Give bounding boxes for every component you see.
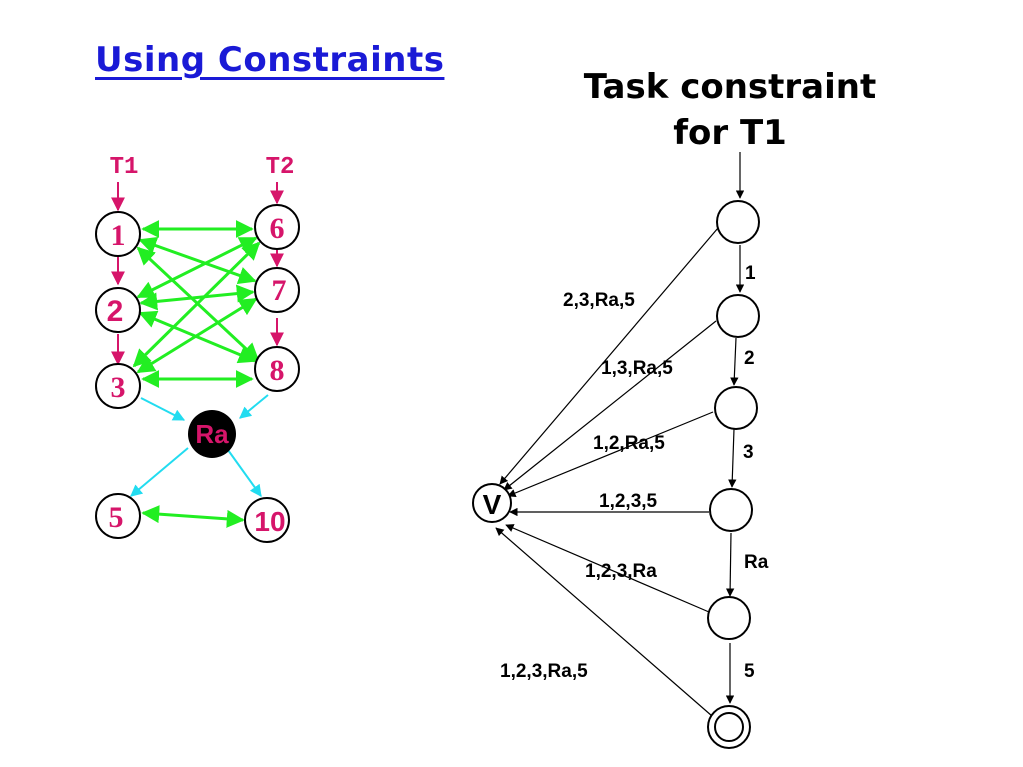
arrow-8-to-ra bbox=[239, 394, 269, 419]
state-2 bbox=[716, 294, 760, 338]
node-ra: Ra bbox=[188, 410, 236, 458]
node-ra-label: Ra bbox=[195, 419, 229, 449]
node-2: 2 bbox=[95, 287, 141, 333]
violation-edge-labels: 2,3,Ra,5 1,3,Ra,5 1,2,Ra,5 1,2,3,5 1,2,3… bbox=[500, 290, 673, 682]
task-precedence-arrows bbox=[111, 182, 284, 366]
v-label-1: 2,3,Ra,5 bbox=[563, 290, 635, 311]
state-nodes bbox=[472, 200, 760, 749]
node-3-label: 3 bbox=[111, 371, 126, 404]
state-3 bbox=[714, 386, 758, 430]
left-nodes: 1 2 3 6 7 8 Ra 5 bbox=[95, 204, 300, 543]
node-6-label: 6 bbox=[270, 212, 285, 245]
state-1 bbox=[716, 200, 760, 244]
right-chain-edges bbox=[725, 152, 745, 704]
edge-s5-v bbox=[505, 524, 710, 613]
edge-s4-s5 bbox=[725, 532, 735, 597]
task-constraint-caption: Task constraint for T1 bbox=[560, 64, 900, 156]
excl-5-10 bbox=[141, 505, 245, 528]
arrow-ra-to-10 bbox=[227, 449, 262, 497]
violation-edges bbox=[495, 227, 719, 717]
chain-label-ra: Ra bbox=[744, 552, 769, 573]
node-5-label: 5 bbox=[109, 501, 124, 534]
node-8: 8 bbox=[254, 346, 300, 392]
node-3: 3 bbox=[95, 363, 141, 409]
edge-s2-v bbox=[503, 320, 717, 491]
v-label-3: 1,2,Ra,5 bbox=[593, 433, 665, 454]
state-final bbox=[707, 705, 751, 749]
chain-label-5: 5 bbox=[744, 661, 755, 682]
node-10: 10 bbox=[244, 497, 290, 543]
node-7: 7 bbox=[254, 267, 300, 313]
edge-s3-s4 bbox=[728, 428, 737, 488]
node-10-label: 10 bbox=[254, 506, 285, 537]
node-1: 1 bbox=[95, 211, 141, 257]
state-5 bbox=[707, 596, 751, 640]
node-2-label: 2 bbox=[107, 295, 124, 328]
caption-line-1: Task constraint bbox=[583, 67, 877, 107]
chain-edge-labels: 1 2 3 Ra 5 bbox=[743, 263, 769, 682]
chain-label-1: 1 bbox=[745, 263, 756, 284]
node-5: 5 bbox=[95, 493, 141, 539]
v-label-6: 1,2,3,Ra,5 bbox=[500, 661, 588, 682]
v-label-2: 1,3,Ra,5 bbox=[601, 358, 673, 379]
chain-label-3: 3 bbox=[743, 442, 754, 463]
task-t1-label: T1 bbox=[110, 154, 139, 181]
edge-s3-v bbox=[507, 411, 714, 498]
edge-s6-v bbox=[495, 527, 713, 717]
violation-state-label: V bbox=[483, 489, 502, 520]
state-violation bbox=[472, 483, 512, 523]
node-7-label: 7 bbox=[272, 274, 287, 307]
arrow-ra-to-5 bbox=[130, 447, 189, 497]
edge-s2-s3 bbox=[730, 337, 739, 386]
caption-line-2: for T1 bbox=[673, 113, 787, 153]
edge-s1-v bbox=[499, 227, 719, 485]
node-1-label: 1 bbox=[111, 219, 126, 252]
excl-2-8 bbox=[138, 310, 257, 364]
task-t2-label: T2 bbox=[266, 154, 295, 181]
slide-title: Using Constraints bbox=[95, 40, 445, 80]
node-8-label: 8 bbox=[270, 354, 285, 387]
chain-label-2: 2 bbox=[744, 348, 755, 369]
resource-arrows bbox=[130, 394, 269, 497]
excl-3-7 bbox=[136, 297, 258, 374]
state-4 bbox=[709, 488, 753, 532]
v-label-4: 1,2,3,5 bbox=[599, 491, 658, 512]
exclusion-arrows bbox=[132, 220, 261, 528]
v-label-5: 1,2,3,Ra bbox=[585, 561, 657, 582]
arrow-3-to-ra bbox=[140, 397, 186, 421]
node-6: 6 bbox=[254, 204, 300, 250]
